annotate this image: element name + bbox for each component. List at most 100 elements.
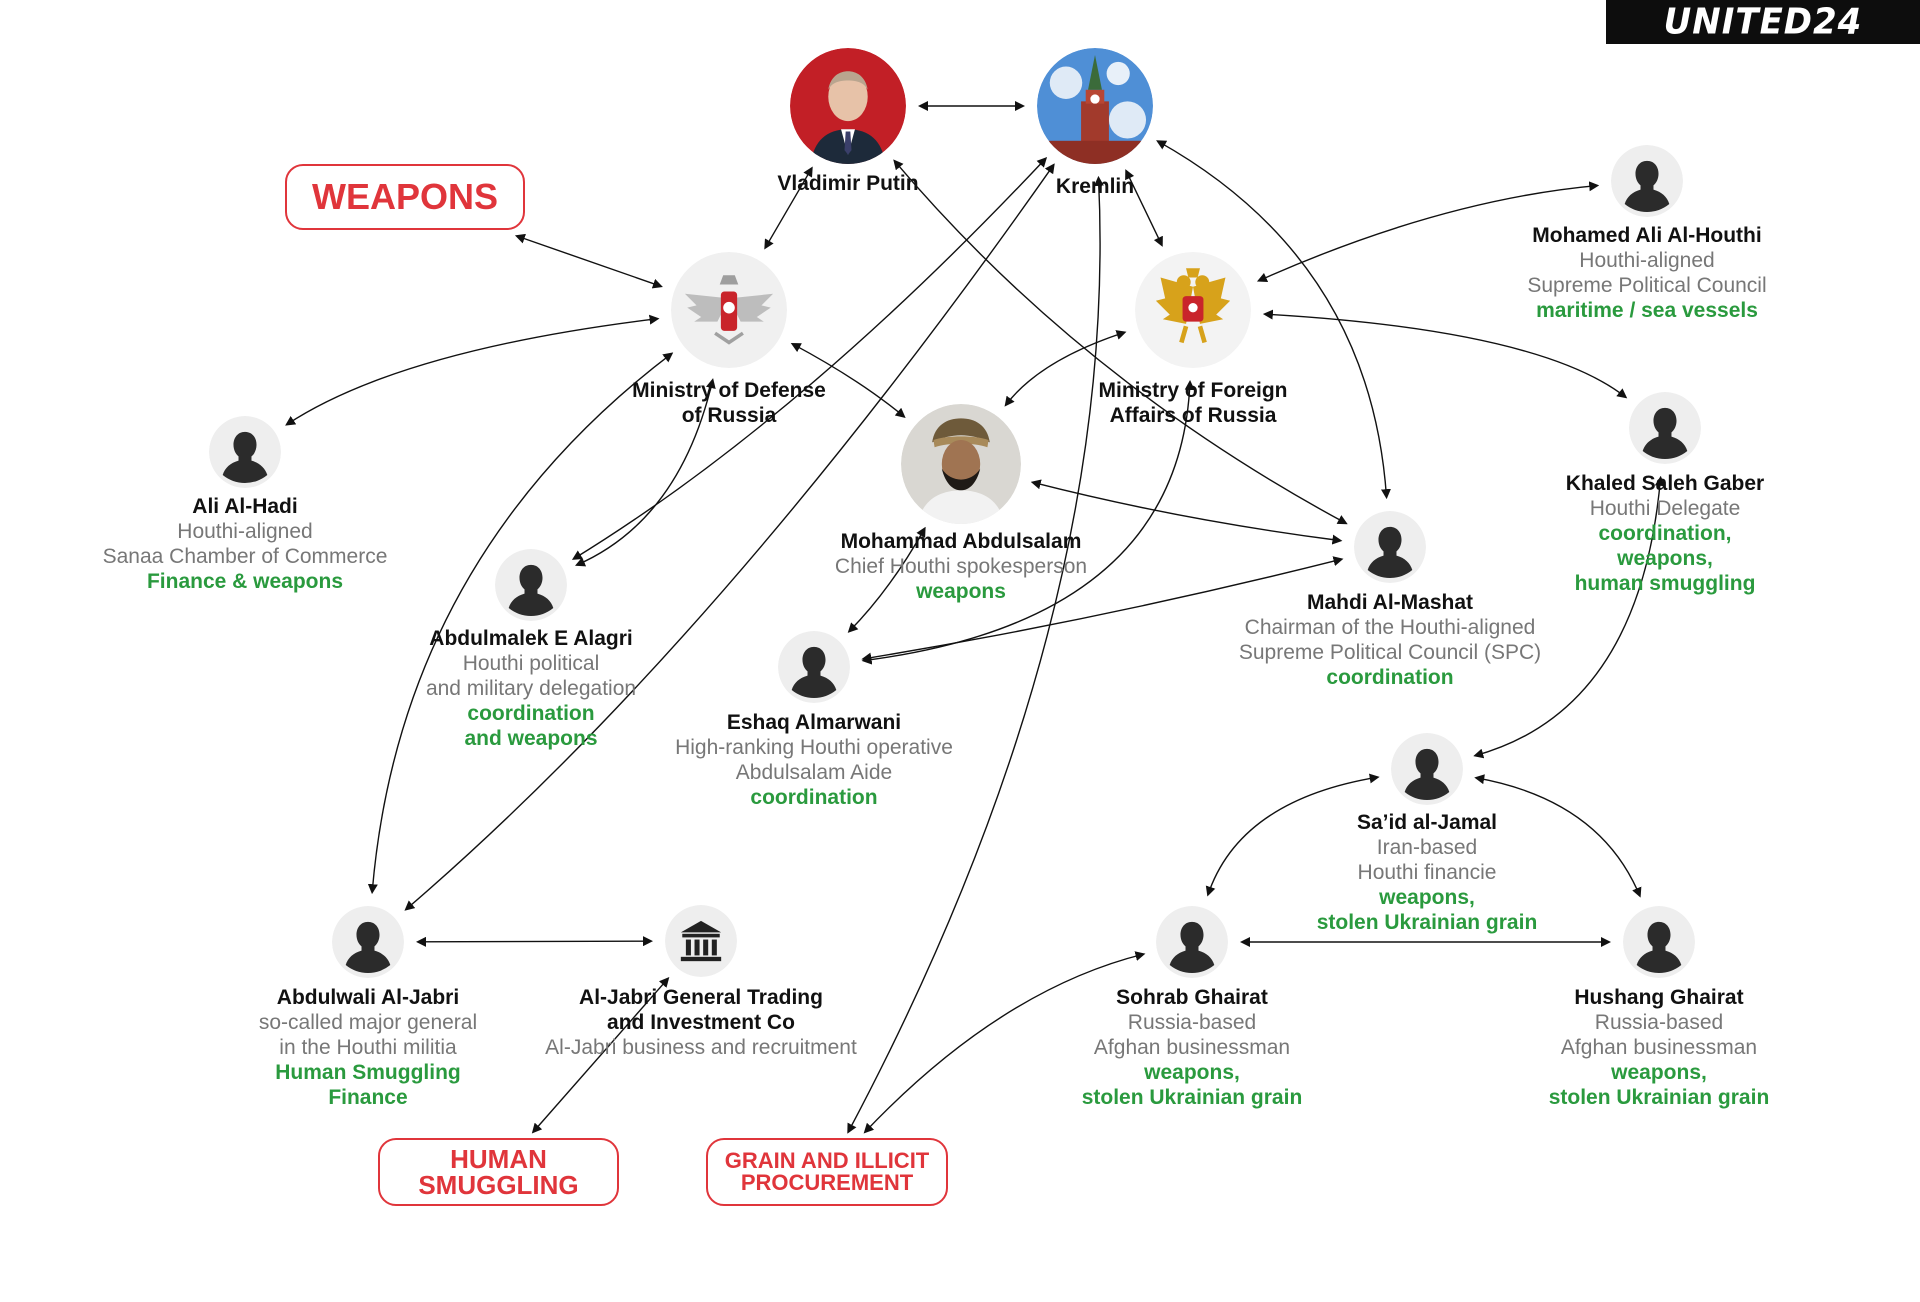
node-said: [1391, 733, 1463, 805]
node-kremlin: [1037, 48, 1153, 164]
role-line: Houthi financie: [1357, 861, 1497, 884]
role-line: Russia-based: [1127, 1011, 1257, 1034]
name-line: of Russia: [681, 404, 777, 427]
name-line: Mohammad Abdulsalam: [840, 530, 1082, 553]
role-line: Houthi-aligned: [177, 520, 313, 543]
person-silhouette-icon: [1156, 906, 1228, 978]
role-line: so-called major general: [258, 1011, 478, 1034]
category-grain-line-2: PROCUREMENT: [740, 1170, 914, 1195]
name-line: Mohamed Ali Al-Houthi: [1532, 224, 1762, 247]
edge-weapons-mod: [514, 233, 663, 289]
category-human-smuggling: HUMAN SMUGGLING: [378, 1138, 619, 1206]
role-line: Sanaa Chamber of Commerce: [102, 545, 388, 568]
tag-line: weapons: [916, 580, 1006, 603]
person-silhouette-icon: [332, 906, 404, 978]
role-line: Russia-based: [1594, 1011, 1724, 1034]
edge-said-hushang: [1474, 774, 1642, 898]
person-silhouette-icon: [1629, 392, 1701, 464]
name-line: Sa’id al-Jamal: [1356, 811, 1498, 834]
category-human-smuggling-line-2: SMUGGLING: [418, 1170, 579, 1200]
edge-mod-alhadi: [285, 314, 660, 426]
role-line: Afghan businessman: [1093, 1036, 1291, 1059]
name-line: and Investment Co: [607, 1011, 795, 1034]
node-mashat: [1354, 511, 1426, 583]
node-abdulsalam: [901, 404, 1021, 524]
category-weapons-text: WEAPONS: [311, 176, 498, 217]
role-line: Houthi Delegate: [1589, 497, 1741, 520]
bank-building-icon: [665, 905, 737, 977]
node-houthi_m: [1611, 145, 1683, 217]
tag-line: weapons,: [1144, 1061, 1240, 1084]
united24-logo: UNITED24: [1606, 0, 1920, 44]
role-line: Houthi-aligned: [1579, 249, 1715, 272]
category-grain: GRAIN AND ILLICIT PROCUREMENT: [706, 1138, 948, 1206]
person-silhouette-icon: [1391, 733, 1463, 805]
label-putin: Vladimir Putin: [777, 171, 918, 196]
role-line: Chairman of the Houthi-aligned: [1244, 616, 1536, 639]
edge-khaled-said: [1473, 475, 1665, 759]
tag-line: weapons,: [1617, 547, 1713, 570]
node-eshaq: [778, 631, 850, 703]
label-kremlin: Kremlin: [1056, 174, 1134, 199]
tag-line: coordination: [750, 786, 878, 809]
role-line: Afghan businessman: [1560, 1036, 1758, 1059]
edge-said-sohrab: [1205, 773, 1380, 897]
name-line: Ministry of Foreign: [1098, 379, 1288, 402]
role-line: Houthi political: [462, 652, 600, 675]
russian-eagle-icon: [1135, 252, 1251, 368]
tag-line: Human Smuggling: [275, 1061, 461, 1084]
name-line: Sohrab Ghairat: [1116, 986, 1268, 1009]
person-silhouette-icon: [495, 549, 567, 621]
person-silhouette-icon: [1623, 906, 1695, 978]
brand-text: UNITED24: [1663, 1, 1863, 43]
tag-line: human smuggling: [1574, 572, 1756, 595]
role-line: Al-Jabri business and recruitment: [545, 1036, 857, 1059]
category-grain-line-1: GRAIN AND ILLICIT: [724, 1148, 930, 1173]
node-alagri: [495, 549, 567, 621]
edge-mfa-khaled: [1262, 309, 1628, 399]
node-putin: [790, 48, 906, 164]
role-line: in the Houthi militia: [279, 1036, 457, 1059]
role-line: Abdulsalam Aide: [735, 761, 893, 784]
node-mod: [671, 252, 787, 368]
tag-line: stolen Ukrainian grain: [1316, 911, 1538, 934]
portrait-photo-icon: [790, 48, 906, 164]
role-line: Supreme Political Council (SPC): [1238, 641, 1542, 664]
connection-edges: [285, 101, 1665, 1134]
node-alhadi: [209, 416, 281, 488]
edge-sohrab-grain: [863, 951, 1146, 1134]
name-line: Abdulwali Al-Jabri: [276, 986, 460, 1009]
tag-line: coordination,: [1598, 522, 1732, 545]
role-line: Chief Houthi spokesperson: [834, 555, 1088, 578]
edge-abdulsalam-mashat: [1030, 479, 1343, 545]
portrait-photo-icon: [901, 404, 1021, 524]
name-line: Kremlin: [1055, 175, 1135, 198]
tag-line: Finance & weapons: [146, 570, 344, 593]
node-trading: [665, 905, 737, 977]
name-line: Mahdi Al-Mashat: [1306, 591, 1474, 614]
tag-line: coordination: [1326, 666, 1454, 689]
tag-line: stolen Ukrainian grain: [1081, 1086, 1303, 1109]
kremlin-tower-icon: [1037, 48, 1153, 164]
role-line: Supreme Political Council: [1527, 274, 1767, 297]
name-line: Abdulmalek E Alagri: [429, 627, 633, 650]
node-sohrab: [1156, 906, 1228, 978]
role-line: Iran-based: [1376, 836, 1478, 859]
tag-line: weapons,: [1611, 1061, 1707, 1084]
tag-line: coordination: [467, 702, 595, 725]
tag-line: weapons,: [1379, 886, 1475, 909]
role-line: and military delegation: [425, 677, 637, 700]
edge-trading-human_smuggling: [531, 977, 670, 1134]
